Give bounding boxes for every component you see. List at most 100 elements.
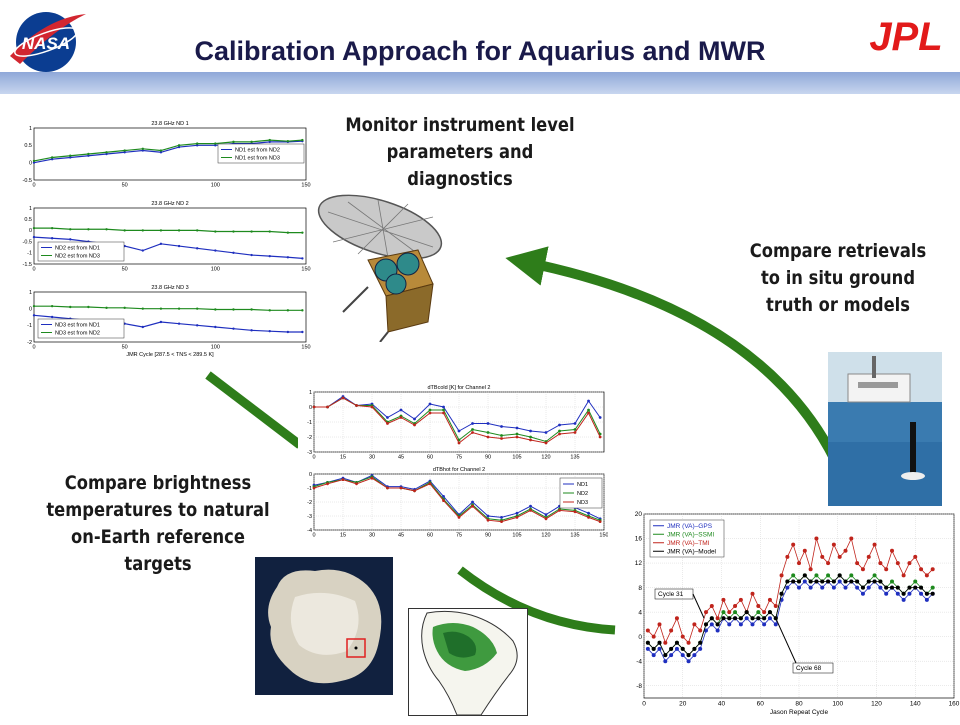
y-tick-label: 0 (309, 405, 312, 411)
data-point (924, 591, 929, 596)
data-point (598, 435, 602, 439)
y-tick-label: -3 (307, 514, 312, 520)
x-tick-label: 80 (795, 701, 803, 708)
data-point (250, 253, 253, 257)
y-tick-label: -2 (307, 500, 312, 506)
data-point (797, 579, 801, 584)
data-point (895, 561, 900, 566)
data-point (529, 504, 532, 508)
data-point (268, 138, 271, 142)
data-point (196, 142, 199, 145)
legend-label: JMR (VA)–Model (667, 548, 717, 555)
data-point (674, 646, 679, 651)
data-point (860, 591, 865, 596)
data-point (105, 151, 108, 154)
data-point (913, 585, 918, 590)
data-point (214, 249, 217, 252)
data-point (457, 429, 461, 433)
chart-title: 23.8 GHz ND 1 (151, 121, 188, 127)
data-point (428, 411, 432, 415)
data-point (196, 247, 199, 250)
data-point (785, 579, 790, 584)
data-point (767, 610, 772, 615)
data-point (141, 149, 144, 152)
x-tick-label: 50 (122, 345, 128, 351)
data-point (286, 231, 290, 234)
data-point (849, 536, 854, 541)
data-point (657, 640, 662, 645)
jpl-logo-text: JPL (869, 15, 942, 58)
data-point (177, 322, 181, 325)
data-point (913, 554, 918, 559)
data-point (669, 628, 674, 633)
data-point (587, 411, 590, 415)
data-point (515, 426, 519, 430)
x-tick-label: 105 (512, 455, 521, 461)
data-point (855, 585, 860, 590)
data-point (250, 140, 253, 144)
data-point (727, 616, 732, 621)
data-point (913, 579, 918, 584)
y-tick-label: 1 (29, 290, 32, 296)
data-point (802, 579, 807, 584)
data-point (370, 405, 374, 409)
x-tick-label: 100 (211, 267, 220, 273)
y-tick-label: -0.5 (23, 239, 32, 245)
data-point (50, 237, 54, 240)
data-point (657, 622, 662, 627)
data-point (715, 628, 720, 633)
nasa-logo-text: NASA (22, 34, 70, 53)
data-point (529, 509, 532, 512)
x-tick-label: 0 (312, 533, 315, 539)
annotation-pointer (692, 593, 705, 619)
data-point (831, 542, 836, 547)
data-point (286, 330, 290, 334)
data-point (843, 585, 848, 590)
data-point (738, 622, 743, 627)
data-point (250, 230, 253, 233)
data-point (268, 230, 271, 233)
data-point (878, 579, 883, 584)
data-point (341, 478, 345, 481)
x-tick-label: 20 (679, 701, 687, 708)
data-point (69, 228, 72, 231)
data-point (442, 495, 445, 498)
data-point (500, 516, 503, 519)
y-tick-label: -1 (27, 251, 32, 257)
data-point (428, 402, 432, 406)
data-point (820, 585, 825, 590)
data-point (355, 482, 358, 486)
data-point (890, 579, 894, 584)
data-point (704, 610, 708, 615)
x-tick-label: 75 (456, 533, 462, 539)
data-point (326, 405, 329, 409)
data-point (573, 431, 577, 434)
y-tick-label: -4 (307, 528, 312, 534)
data-point (123, 306, 126, 310)
page-title: Calibration Approach for Aquarius and MW… (194, 36, 766, 66)
data-point (651, 634, 656, 639)
data-point (50, 158, 54, 161)
data-point (214, 308, 217, 311)
data-point (866, 554, 871, 559)
data-point (442, 499, 445, 502)
data-point (878, 561, 883, 566)
callout-compare-retrievals: Compare retrievals to in situ ground tru… (735, 238, 941, 319)
x-tick-label: 15 (340, 533, 346, 539)
data-point (890, 548, 894, 553)
data-point (773, 622, 778, 627)
data-point (738, 616, 743, 621)
x-tick-label: 100 (211, 345, 220, 351)
data-point (704, 622, 708, 627)
data-point (773, 604, 778, 608)
data-point (442, 408, 445, 412)
data-point (767, 597, 772, 602)
data-point (709, 616, 714, 621)
data-point (767, 616, 772, 621)
data-point (232, 327, 235, 330)
data-point (878, 585, 883, 590)
data-point (808, 567, 813, 572)
data-point (413, 489, 416, 493)
